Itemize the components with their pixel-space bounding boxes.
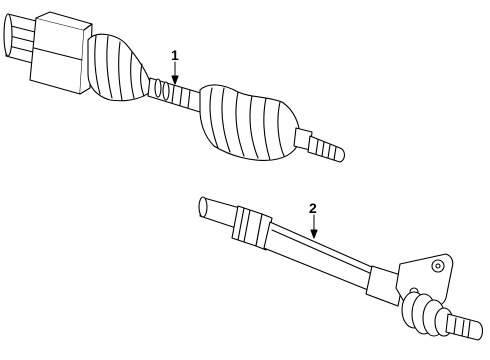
callout-label: 1 bbox=[171, 47, 179, 63]
shaft-left-stub bbox=[198, 196, 241, 229]
inner-joint-housing bbox=[29, 11, 93, 95]
axle-shaft bbox=[147, 77, 205, 113]
outer-cv-boot bbox=[199, 84, 301, 161]
inner-cv-boot bbox=[87, 33, 151, 102]
shaft-output-end bbox=[445, 313, 484, 341]
callout-label: 2 bbox=[309, 200, 317, 216]
outer-stub-shaft bbox=[293, 127, 346, 163]
axle-shaft-assembly bbox=[3, 11, 346, 163]
shaft-tube bbox=[263, 221, 375, 291]
bracket-bolt-hole bbox=[431, 259, 445, 273]
intermediate-shaft-assembly bbox=[198, 196, 484, 341]
callout-1: 1 bbox=[171, 47, 179, 85]
callout-2: 2 bbox=[309, 200, 318, 239]
shaft-collar bbox=[231, 205, 273, 251]
